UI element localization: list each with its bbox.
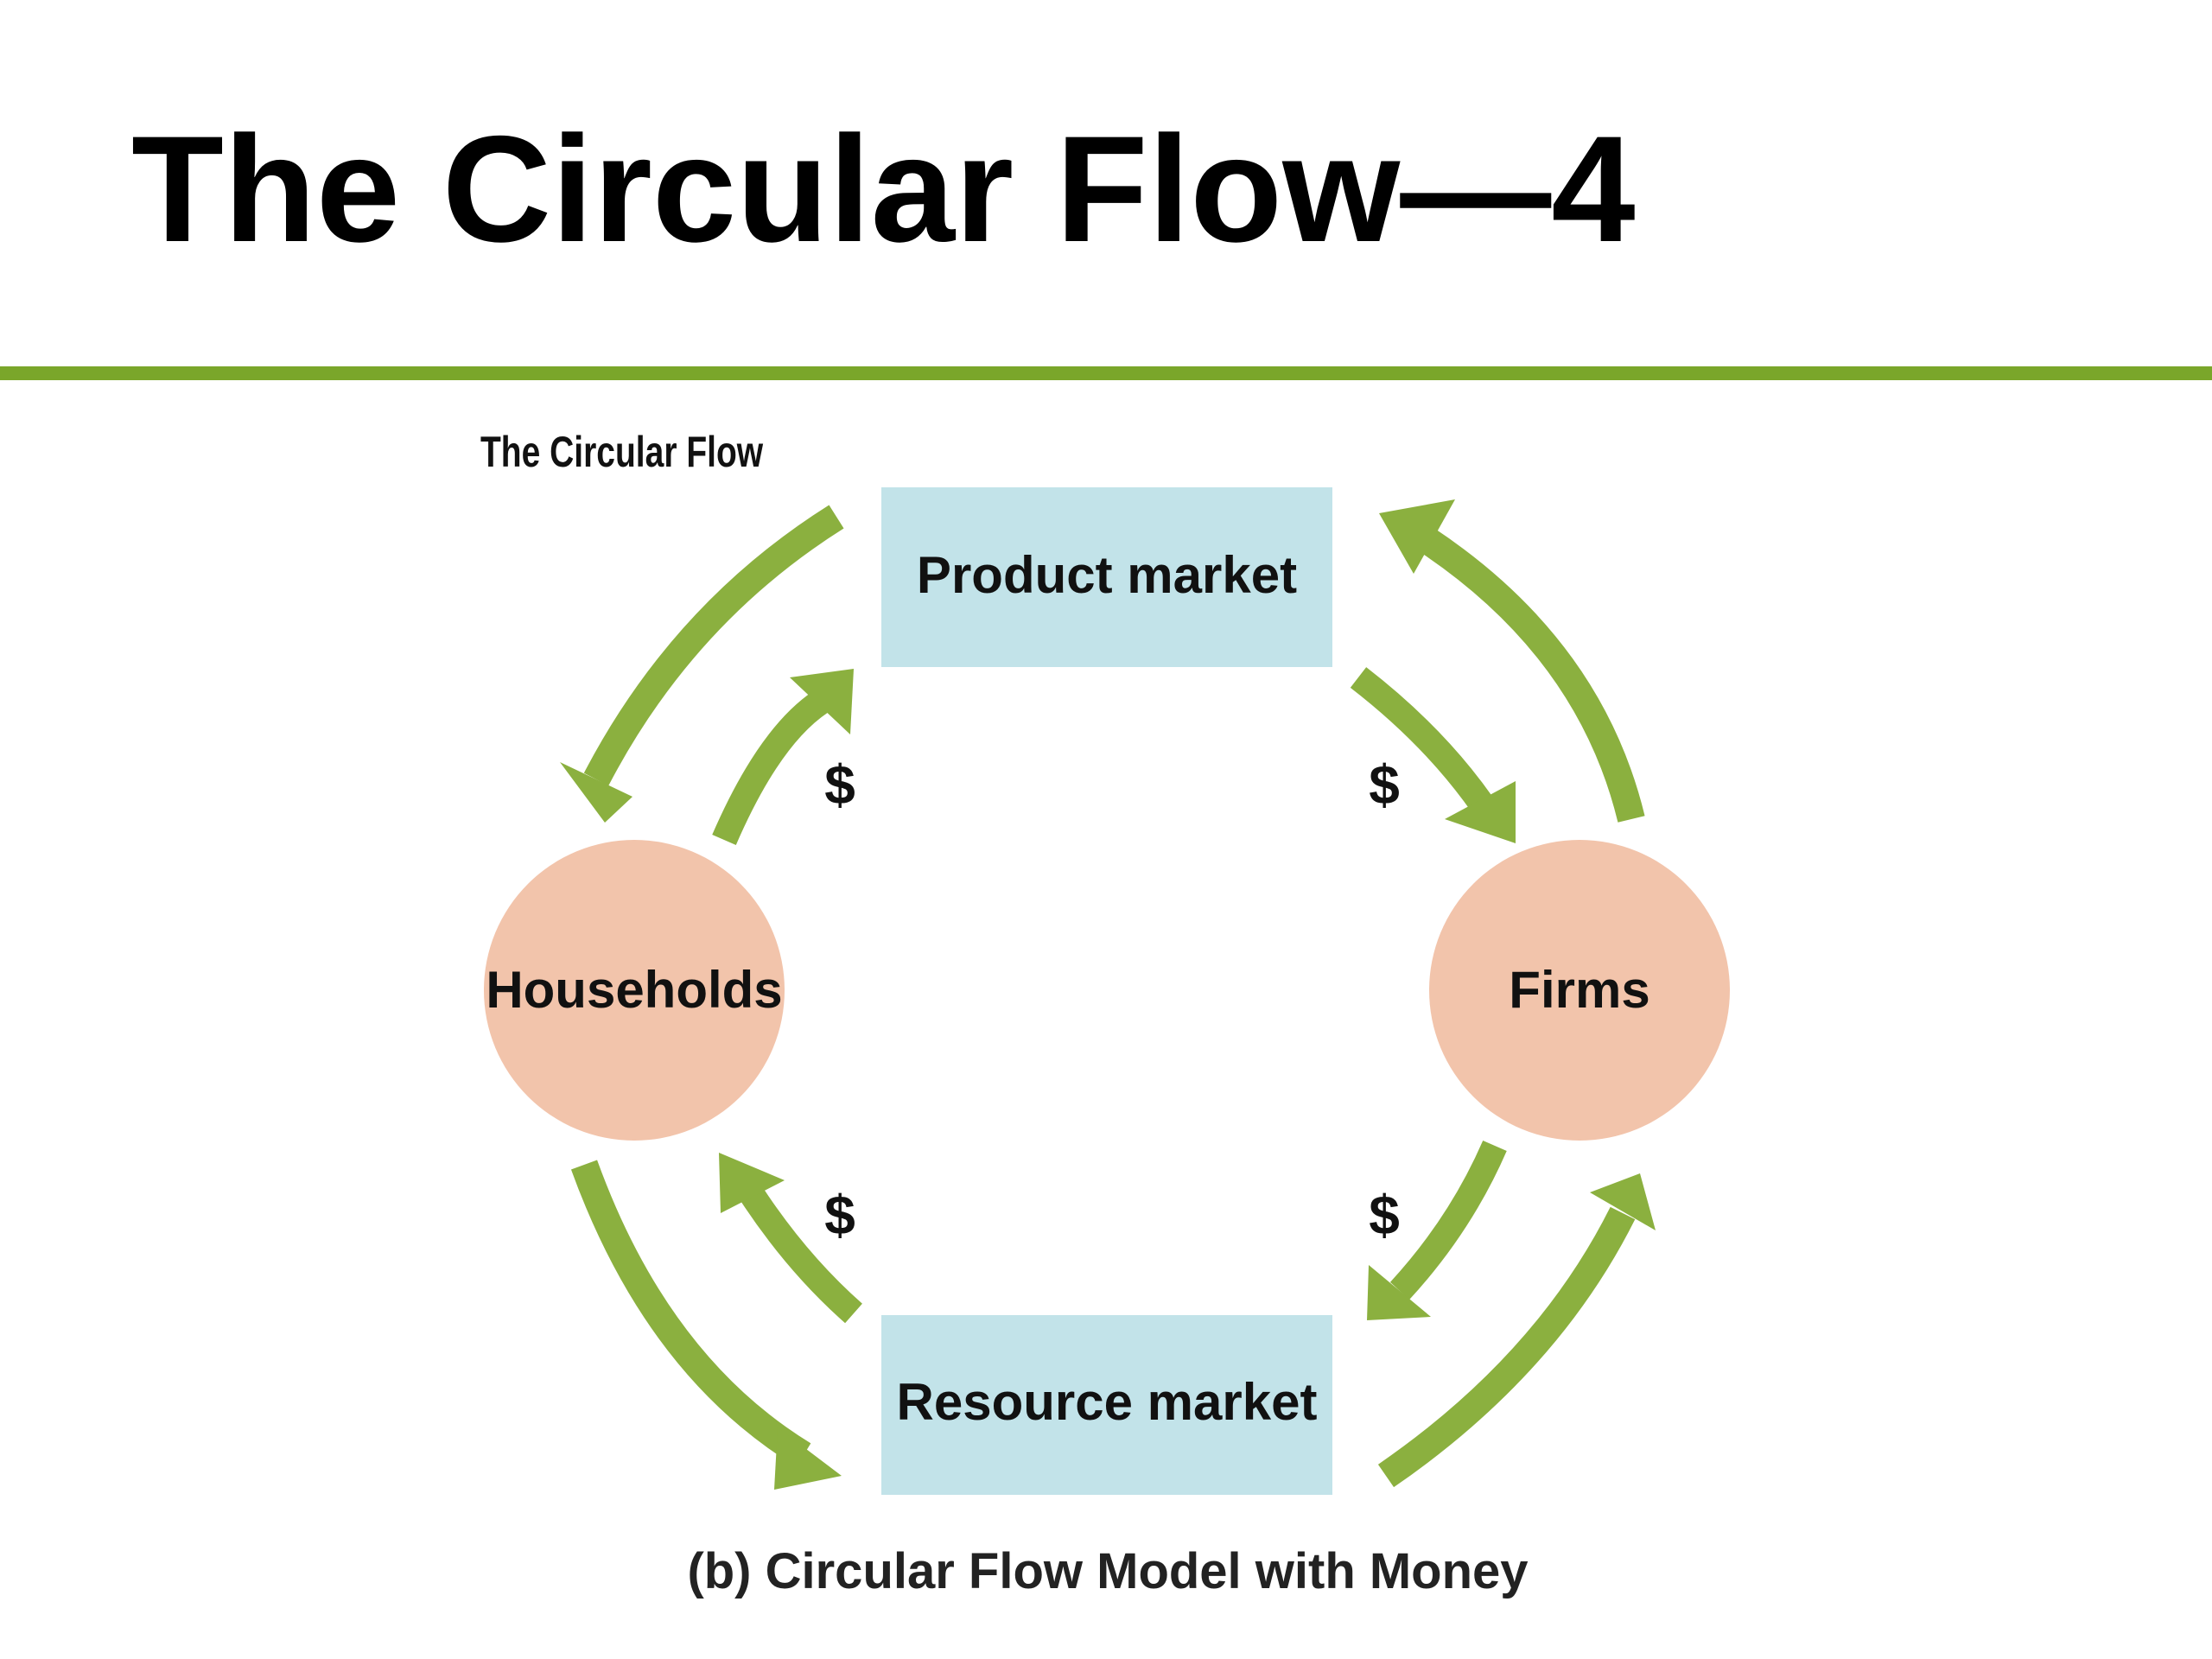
product-market-label: Product market	[917, 546, 1297, 604]
arrow-head-icon	[1379, 499, 1455, 574]
arrow-product-to-households	[583, 505, 844, 786]
arrow-money-product-to-firms	[1350, 667, 1494, 813]
households-circle	[484, 840, 785, 1141]
arrow-money-firms-to-resource	[1389, 1141, 1507, 1300]
money-symbol-top-left: $	[824, 753, 855, 816]
arrow-firms-to-product	[1418, 527, 1645, 823]
resource-market-label: Resource market	[897, 1373, 1318, 1431]
arrow-money-households-to-product	[712, 690, 829, 845]
arrow-resource-to-firms	[1377, 1206, 1636, 1488]
arrow-head-icon	[560, 762, 632, 823]
arrow-money-resource-to-households	[737, 1181, 862, 1324]
arrow-head-icon	[1590, 1173, 1656, 1230]
money-symbol-top-right: $	[1369, 753, 1400, 816]
money-symbol-bottom-left: $	[824, 1184, 855, 1246]
money-symbol-bottom-right: $	[1369, 1184, 1400, 1246]
diagram-heading: The Circular Flow	[480, 427, 763, 476]
arrow-head-icon	[1367, 1265, 1431, 1320]
arrow-head-icon	[1445, 781, 1516, 843]
product-market-box	[881, 487, 1332, 667]
arrow-head-icon	[719, 1153, 785, 1213]
arrow-head-icon	[790, 669, 854, 734]
arrow-households-to-resource	[570, 1160, 811, 1467]
title-divider	[0, 366, 2212, 380]
households-label: Households	[486, 961, 782, 1019]
diagram-caption: (b) Circular Flow Model with Money	[687, 1543, 1528, 1599]
firms-label: Firms	[1509, 961, 1649, 1019]
slide-title: The Circular Flow—4	[131, 105, 1636, 274]
resource-market-box	[881, 1315, 1332, 1495]
firms-circle	[1429, 840, 1730, 1141]
arrow-head-icon	[774, 1427, 842, 1490]
